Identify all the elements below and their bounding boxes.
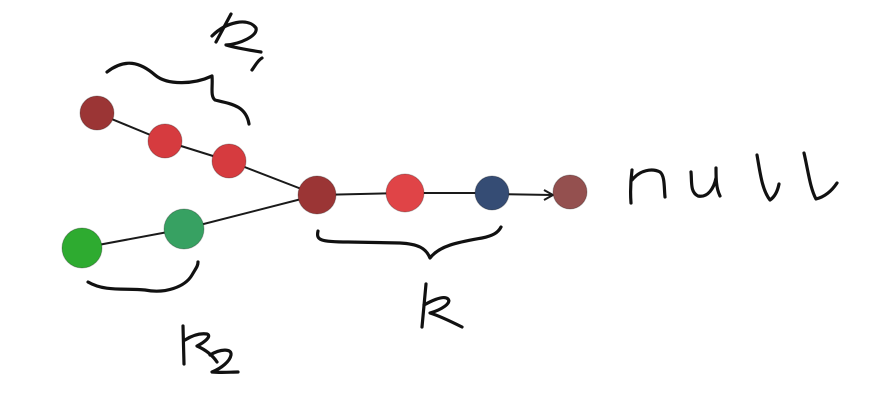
null-label: null	[0, 0, 839, 205]
node-null	[552, 174, 588, 210]
label-k2: k2	[0, 0, 240, 375]
brace-k	[315, 225, 503, 260]
svg-text:k: k	[0, 0, 10, 4]
node-intersection	[297, 175, 337, 215]
node-list1-1	[79, 95, 115, 131]
node-list1-2	[147, 123, 183, 159]
edge-b2-merge	[183, 194, 318, 230]
label-k: k	[0, 0, 464, 329]
node-list1-3	[211, 143, 247, 179]
svg-text:k2: k2	[0, 0, 19, 4]
node-list2-2	[163, 208, 205, 250]
brace-k2	[86, 260, 200, 293]
svg-text:null: null	[0, 0, 29, 4]
node-shared-3	[474, 175, 510, 211]
brace-k1	[105, 61, 251, 126]
svg-text:k1: k1	[0, 0, 19, 4]
node-list2-1	[61, 227, 103, 269]
label-k1: k1	[0, 0, 264, 72]
node-shared-2	[385, 173, 425, 213]
